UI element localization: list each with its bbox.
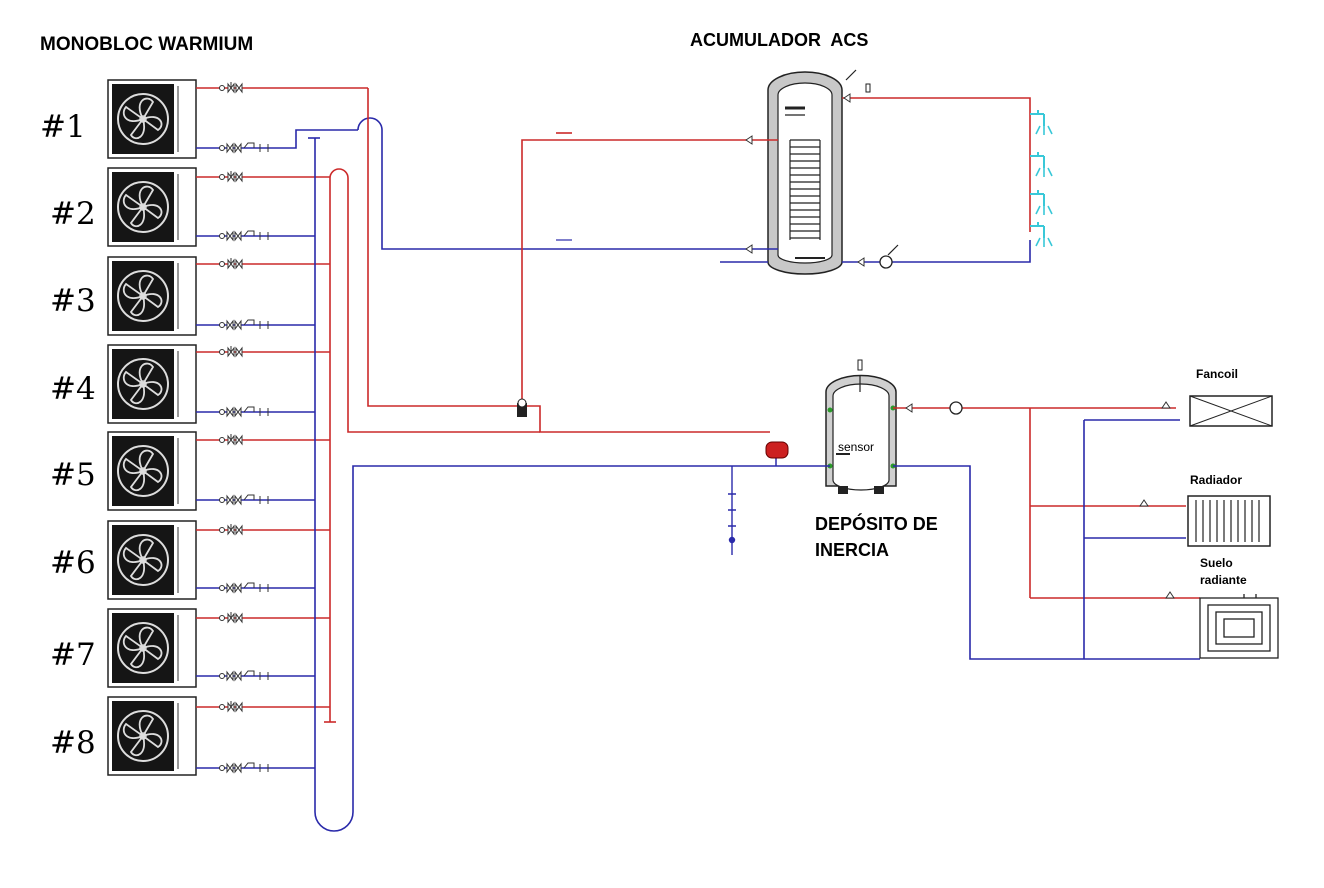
emitter-pump	[905, 401, 1175, 599]
diagram-title: MONOBLOC WARMIUM	[40, 34, 254, 55]
supply-collector	[324, 88, 770, 723]
buffer-tank-label-line1: DEPÓSITO DE	[815, 514, 938, 534]
unit-label-3: #3	[50, 283, 96, 319]
fill-line	[728, 466, 736, 555]
dhw-tank-label: ACUMULADOR ACS	[690, 30, 869, 50]
hot-water-taps	[1029, 109, 1053, 248]
unit-label-8: #8	[50, 725, 96, 761]
dhw-tank	[767, 71, 843, 275]
unit-label-4: #4	[50, 371, 96, 407]
unit-supply-branches	[196, 87, 368, 708]
unit-return-branches	[196, 129, 358, 769]
heat-pump-unit-1	[107, 79, 197, 159]
unit-label-1: #1	[40, 109, 86, 145]
sensor-label: sensor	[838, 440, 875, 454]
unit-label-7: #7	[50, 637, 96, 673]
heat-pump-unit-2	[107, 167, 197, 247]
unit-valves	[219, 81, 269, 773]
dhw-connections	[720, 69, 1031, 269]
emitter-return	[893, 419, 1200, 660]
buffer-tank-label-line2: INERCIA	[815, 540, 890, 560]
heat-pump-unit-4	[107, 344, 197, 424]
floor-heating-label-line2: radiante	[1200, 573, 1247, 587]
radiator	[1187, 495, 1271, 547]
heat-pump-unit-3	[107, 256, 197, 336]
heat-pump-unit-8	[107, 696, 197, 776]
radiator-label: Radiador	[1190, 473, 1243, 487]
expansion-vessel	[765, 441, 789, 466]
unit-label-2: #2	[50, 196, 96, 232]
heat-pump-unit-6	[107, 520, 197, 600]
heat-pump-unit-5	[107, 431, 197, 511]
fancoil-label: Fancoil	[1196, 367, 1239, 381]
emitter-supply	[893, 407, 1200, 599]
heat-pump-unit-7	[107, 608, 197, 688]
floor-heating	[1199, 594, 1279, 659]
diverter-valve	[517, 398, 527, 417]
unit-label-6: #6	[50, 545, 96, 581]
buffer-tank	[825, 359, 897, 494]
unit-label-5: #5	[50, 457, 96, 493]
floor-heating-label-line1: Suelo	[1200, 556, 1233, 570]
heat-pump-units	[107, 79, 197, 776]
fancoil	[1189, 395, 1273, 427]
return-collector	[308, 117, 760, 832]
